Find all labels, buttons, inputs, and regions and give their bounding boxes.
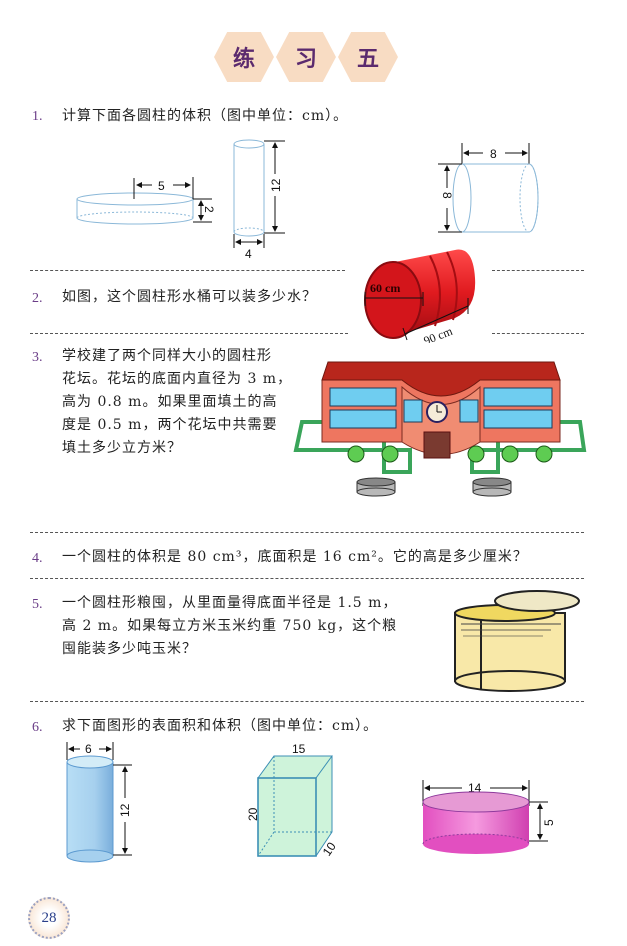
title-char: 五 <box>338 32 398 82</box>
svg-text:5: 5 <box>542 819 556 826</box>
pink-cylinder: 14 5 <box>422 780 556 854</box>
flower-bed <box>356 477 396 497</box>
exercise-title: 练 习 五 <box>214 32 404 82</box>
school-building-illustration <box>293 361 587 497</box>
tall-cylinder: 12 4 <box>233 139 285 261</box>
svg-text:15: 15 <box>292 742 306 756</box>
divider <box>30 578 584 579</box>
blue-cylinder: 6 12 <box>66 742 132 863</box>
svg-text:12: 12 <box>118 803 132 817</box>
svg-text:8: 8 <box>440 192 454 199</box>
red-barrel: 60 cm 90 cm <box>364 249 476 343</box>
question-number: 1. <box>32 109 43 124</box>
page-number-badge: 28 <box>28 897 70 939</box>
svg-text:6: 6 <box>85 742 92 756</box>
svg-text:2: 2 <box>202 206 216 213</box>
horizontal-cylinder: 8 8 <box>438 143 539 233</box>
question-number: 6. <box>32 720 43 735</box>
title-char: 练 <box>214 32 274 82</box>
question-text: 一个圆柱形粮囤，从里面量得底面半径是 1.5 m， 高 2 m。如果每立方米玉米… <box>62 595 398 657</box>
svg-text:8: 8 <box>490 147 497 161</box>
grain-bin-illustration <box>454 590 580 692</box>
divider <box>30 701 584 702</box>
title-char: 习 <box>276 32 336 82</box>
svg-text:14: 14 <box>468 781 482 795</box>
question-text: 一个圆柱的体积是 80 cm³，底面积是 16 cm²。它的高是多少厘米？ <box>62 549 528 565</box>
divider <box>30 333 348 334</box>
divider <box>30 270 345 271</box>
green-cuboid: 15 20 10 <box>246 742 339 859</box>
question-number: 3. <box>32 350 43 365</box>
question-text: 学校建了两个同样大小的圆柱形 花坛。花坛的底面内直径为 3 m， 高为 0.8 … <box>62 348 293 456</box>
question-number: 4. <box>32 551 43 566</box>
question-text: 计算下面各圆柱的体积（图中单位：cm）。 <box>62 108 349 124</box>
divider <box>492 333 584 334</box>
q1-cylinders-figure: 5 2 12 4 <box>76 139 285 261</box>
svg-text:60 cm: 60 cm <box>370 281 400 295</box>
question-text: 求下面图形的表面积和体积（图中单位：cm）。 <box>62 718 379 734</box>
question-number: 5. <box>32 597 43 612</box>
svg-text:4: 4 <box>245 247 252 261</box>
svg-text:12: 12 <box>269 178 283 192</box>
divider <box>492 270 584 271</box>
svg-text:5: 5 <box>158 179 165 193</box>
flat-cylinder: 5 2 <box>76 177 216 225</box>
question-text: 如图，这个圆柱形水桶可以装多少水？ <box>62 289 317 305</box>
svg-text:20: 20 <box>246 807 260 821</box>
divider <box>30 532 584 533</box>
flower-bed <box>472 477 512 497</box>
question-number: 2. <box>32 291 43 306</box>
